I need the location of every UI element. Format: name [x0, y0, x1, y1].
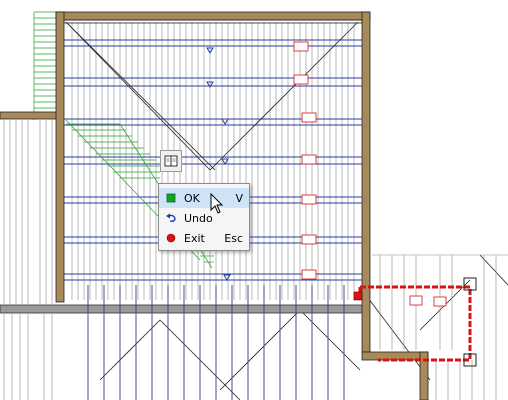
menu-item-shortcut: Esc [224, 231, 243, 245]
menu-item-label: Undo [184, 211, 213, 225]
wall-bottom-horizontal [0, 304, 363, 314]
grip-point[interactable] [353, 291, 363, 301]
mouse-pointer-icon [210, 193, 224, 214]
menu-item-ok[interactable]: OK V [159, 188, 249, 208]
menu-item-label: OK [184, 191, 200, 205]
rafter-tags [293, 41, 447, 307]
undo-arrow-icon [165, 212, 177, 224]
context-tool-button[interactable] [160, 150, 182, 172]
grip-point[interactable] [463, 277, 477, 291]
menu-item-exit[interactable]: Exit Esc [159, 228, 249, 248]
lower-blue-posts [87, 285, 345, 400]
wall-left-horizontal [0, 111, 63, 120]
menu-item-undo[interactable]: Undo [159, 208, 249, 228]
green-square-icon [165, 192, 177, 204]
menu-item-label: Exit [184, 231, 205, 245]
context-menu: OK V Undo Exit Esc [158, 183, 250, 251]
book-icon [164, 155, 178, 167]
main-wall-frame [55, 11, 429, 400]
left-rafters [3, 120, 53, 400]
right-wing-rafters [372, 254, 508, 400]
menu-item-shortcut: V [235, 191, 243, 205]
direction-markers [206, 47, 231, 281]
grip-point[interactable] [463, 353, 477, 367]
red-dot-icon [165, 232, 177, 244]
